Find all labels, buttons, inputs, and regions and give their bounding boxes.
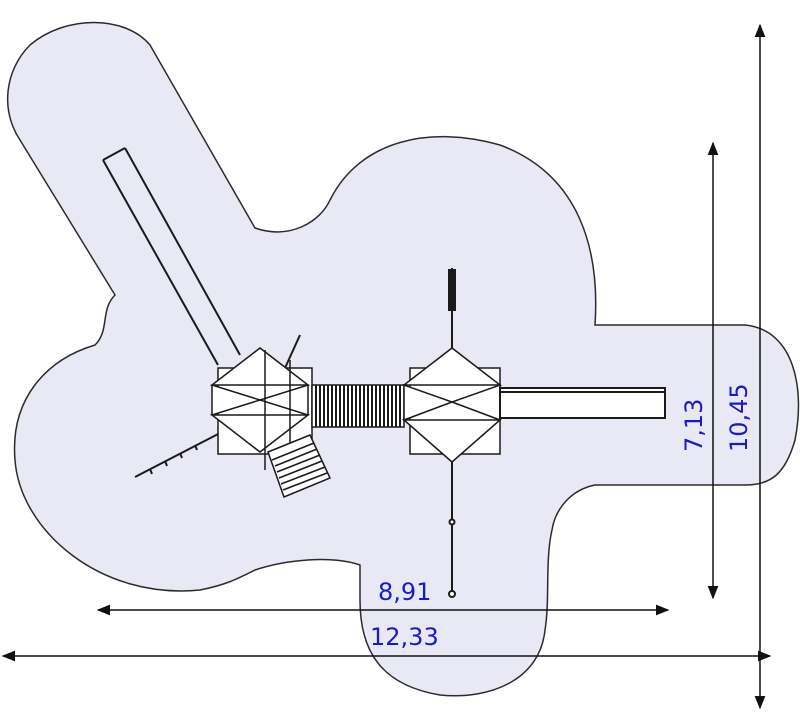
dim-label-inner-width: 8,91 (378, 578, 432, 606)
connecting-bridge (311, 384, 405, 428)
dim-label-overall-width: 12,33 (370, 623, 439, 651)
left-pole (284, 334, 301, 369)
top-pole (448, 268, 456, 355)
bottom-pole (448, 462, 456, 598)
safety-zone (7, 21, 800, 697)
dim-label-inner-height: 7,13 (680, 398, 708, 452)
left-stairs (267, 434, 332, 498)
left-tower (209, 347, 313, 470)
dim-label-overall-height: 10,45 (725, 383, 753, 452)
right-slide (499, 387, 666, 419)
right-tower (401, 347, 503, 463)
left-climbing-bar (134, 431, 223, 478)
left-slide (102, 147, 241, 366)
dimension-lines (1, 23, 772, 710)
